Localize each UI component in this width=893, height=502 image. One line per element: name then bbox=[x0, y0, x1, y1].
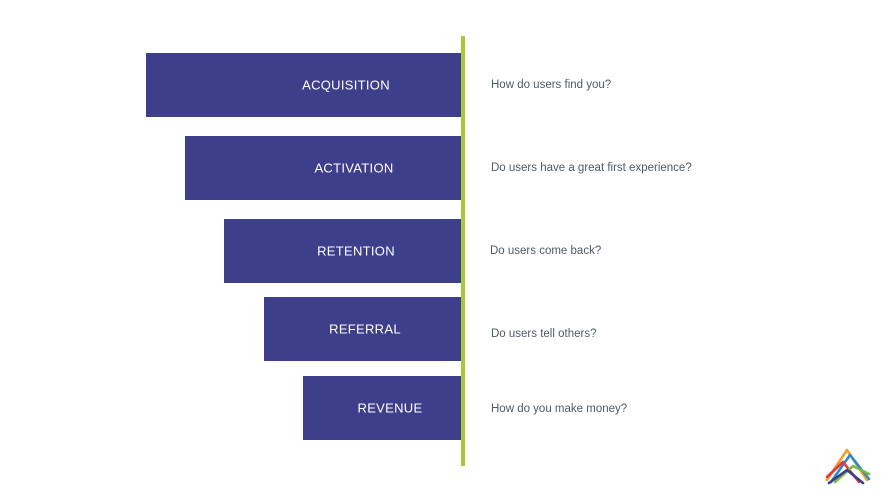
stage-bar-retention: RETENTION bbox=[224, 219, 461, 283]
triangle-logo-icon bbox=[825, 448, 871, 485]
stage-question-activation: Do users have a great first experience? bbox=[491, 162, 692, 174]
stage-question-revenue: How do you make money? bbox=[491, 403, 628, 415]
stage-label-activation: ACTIVATION bbox=[314, 160, 394, 176]
stage-bar-referral: REFERRAL bbox=[264, 297, 461, 361]
stage-label-retention: RETENTION bbox=[317, 243, 395, 259]
stage-label-acquisition: ACQUISITION bbox=[302, 77, 390, 93]
divider-line bbox=[461, 36, 465, 466]
stage-bar-activation: ACTIVATION bbox=[185, 136, 461, 200]
stage-label-revenue: REVENUE bbox=[357, 400, 423, 416]
stage-question-acquisition: How do users find you? bbox=[491, 79, 612, 91]
stage-question-referral: Do users tell others? bbox=[491, 328, 597, 340]
stage-bar-revenue: REVENUE bbox=[303, 376, 461, 440]
stage-question-retention: Do users come back? bbox=[490, 245, 602, 257]
stage-bar-acquisition: ACQUISITION bbox=[146, 53, 461, 117]
stage-label-referral: REFERRAL bbox=[329, 321, 401, 337]
